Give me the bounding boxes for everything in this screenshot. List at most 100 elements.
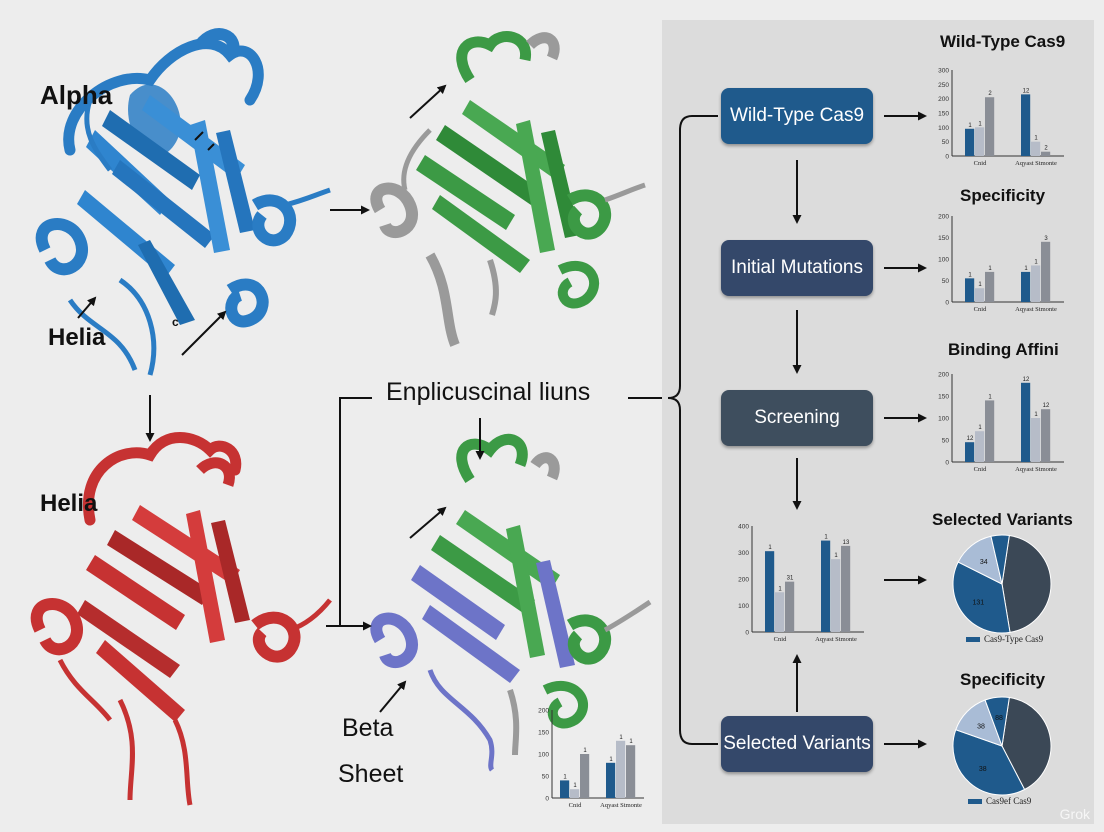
bar (606, 762, 616, 798)
bar (1031, 418, 1041, 462)
bar (570, 789, 580, 798)
y-tick-label: 0 (945, 154, 949, 161)
bar (965, 278, 975, 302)
bar (975, 288, 985, 302)
title-specificity-2: Specificity (960, 670, 1046, 689)
y-tick-label: 50 (942, 139, 950, 146)
bar (1021, 271, 1031, 302)
legend-label: Cas9ef Cas9 (986, 796, 1032, 806)
y-tick-label: 250 (938, 82, 949, 89)
y-tick-label: 0 (945, 460, 949, 467)
data-label: 13 (843, 540, 850, 546)
bar (985, 400, 995, 462)
label-sheet: Sheet (338, 760, 404, 788)
x-category-label: Cnid (974, 160, 987, 167)
data-label: 1 (1034, 412, 1038, 418)
title-selected-variants: Selected Variants (932, 510, 1073, 529)
bar (965, 442, 975, 462)
pie-slice (1001, 534, 1052, 633)
flow-box-screening: Screening (721, 390, 873, 446)
flow-box-initial-mutations: Initial Mutations (721, 240, 873, 296)
label-beta: Beta (342, 714, 394, 742)
data-label: 1 (978, 121, 982, 127)
y-tick-label: 150 (938, 394, 949, 401)
bar (560, 780, 570, 798)
y-tick-label: 200 (738, 577, 749, 584)
data-label: 1 (768, 545, 772, 551)
pie-slice (952, 729, 1026, 796)
y-tick-label: 50 (942, 438, 950, 445)
bar (616, 740, 626, 798)
data-label: 1 (1024, 266, 1028, 272)
bar (1041, 241, 1051, 302)
label-helia-top: Helia (48, 324, 106, 351)
watermark-text: Grok (1059, 806, 1090, 822)
bar (1041, 409, 1051, 462)
x-category-label: Cnid (774, 636, 787, 643)
y-tick-label: 200 (938, 96, 949, 103)
y-tick-label: 50 (542, 774, 550, 781)
bar (985, 97, 995, 156)
data-label: 2 (988, 91, 992, 97)
flow-connectors (667, 111, 927, 749)
data-label: 1 (573, 783, 577, 789)
y-tick-label: 100 (938, 257, 949, 264)
data-label: 31 (787, 576, 794, 582)
data-label: 1 (988, 394, 992, 400)
y-tick-label: 0 (945, 300, 949, 307)
data-label: 1 (1034, 136, 1038, 142)
pie-slice (984, 696, 1010, 747)
y-tick-label: 300 (738, 550, 749, 557)
y-tick-label: 400 (738, 524, 749, 531)
data-label: 1 (978, 425, 982, 431)
title-specificity-1: Specificity (960, 186, 1046, 205)
data-label: 1 (834, 553, 838, 559)
y-tick-label: 300 (938, 68, 949, 75)
y-tick-label: 150 (938, 111, 949, 118)
pie-slice (1001, 696, 1052, 791)
data-label: 1 (968, 123, 972, 129)
bar (965, 128, 975, 156)
bar (1041, 151, 1051, 156)
legend-pie-selected: Cas9-Type Cas9 (966, 634, 1043, 644)
legend-pie-specificity: Cas9ef Cas9 (968, 796, 1031, 806)
data-label: 1 (988, 266, 992, 272)
pie-slice (990, 534, 1010, 585)
data-label: 1 (824, 535, 828, 541)
bar (841, 545, 851, 632)
pie-slice-label: 38 (979, 766, 987, 773)
data-label: 1 (778, 586, 782, 592)
bar (1031, 141, 1041, 156)
y-tick-label: 200 (538, 708, 549, 715)
pie-slice (952, 561, 1011, 634)
y-tick-label: 0 (545, 796, 549, 803)
title-binding: Binding Affini (948, 340, 1059, 359)
left-arrows (77, 84, 662, 713)
bar (580, 754, 590, 798)
label-c-annotation: c (172, 315, 179, 329)
data-label: 1 (619, 735, 623, 741)
legend-label: Cas9-Type Cas9 (984, 634, 1044, 644)
y-tick-label: 200 (938, 214, 949, 221)
data-label: 1 (609, 757, 613, 763)
pie-slice-label: 88 (995, 715, 1003, 722)
protein-blue (35, 28, 331, 376)
bar (985, 271, 995, 302)
y-tick-label: 150 (938, 235, 949, 242)
label-alpha: Alpha (40, 80, 113, 110)
data-label: 2 (1044, 146, 1048, 152)
x-category-label: Aqyast Stmonte (1015, 306, 1057, 313)
flow-box-selected-variants: Selected Variants (721, 716, 873, 772)
data-label: 3 (1044, 236, 1048, 242)
bar (1031, 265, 1041, 302)
data-label: 12 (967, 436, 974, 442)
protein-red (30, 432, 332, 806)
bar (775, 592, 785, 632)
y-tick-label: 50 (942, 278, 950, 285)
y-tick-label: 200 (938, 372, 949, 379)
